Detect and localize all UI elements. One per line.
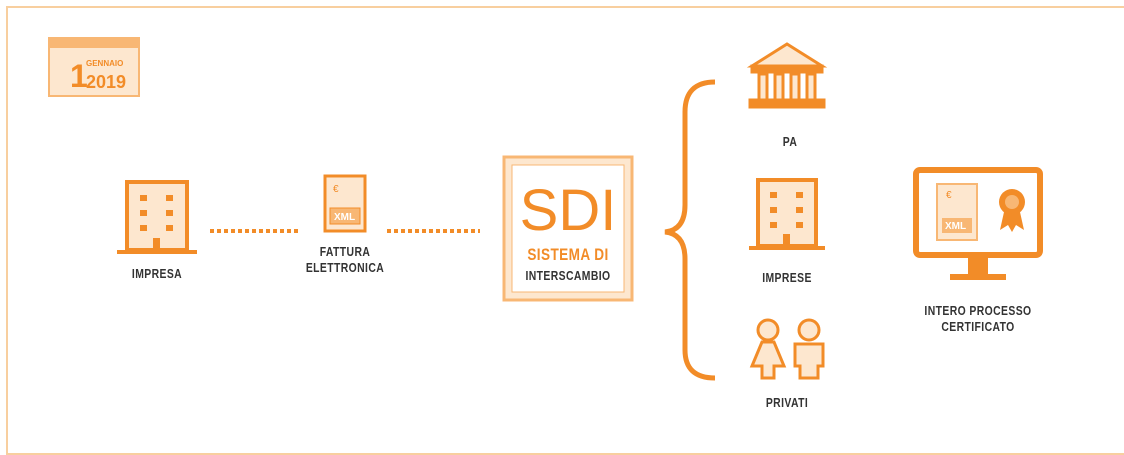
label-impresa: IMPRESA	[131, 266, 183, 281]
doc-currency: €	[333, 184, 339, 195]
privati-people-icon	[749, 318, 825, 380]
impresa-building-icon	[117, 180, 197, 254]
certified-monitor-icon: € XML	[913, 167, 1043, 280]
label-sdi-line1: SISTEMA DI	[527, 245, 609, 264]
label-imprese: IMPRESE	[762, 270, 812, 285]
label-fattura-line2: ELETTRONICA	[305, 260, 385, 275]
label-sdi-line2: INTERSCAMBIO	[525, 268, 611, 283]
distribution-brace	[664, 79, 716, 381]
invoice-document-icon: € XML	[323, 174, 367, 233]
label-pa: PA	[782, 134, 798, 149]
monitor-doc-format: XML	[945, 221, 966, 232]
imprese-building-icon	[749, 178, 825, 250]
doc-format: XML	[334, 212, 355, 223]
calendar-year: 2019	[86, 72, 126, 92]
label-privati: PRIVATI	[765, 395, 809, 410]
certificate-seal-icon	[999, 189, 1025, 232]
label-certificato-line2: CERTIFICATO	[941, 319, 1015, 334]
label-fattura-line1: FATTURA	[319, 244, 371, 259]
pa-institution-icon	[746, 42, 828, 109]
sdi-box: SDI	[502, 155, 634, 302]
monitor-doc-currency: €	[946, 190, 952, 201]
label-certificato-line1: INTERO PROCESSO	[924, 303, 1032, 318]
calendar-icon: 1 GENNAIO 2019	[48, 37, 140, 97]
calendar-month: GENNAIO	[86, 59, 123, 68]
sdi-acronym: SDI	[520, 178, 617, 243]
calendar-day: 1	[70, 58, 88, 94]
